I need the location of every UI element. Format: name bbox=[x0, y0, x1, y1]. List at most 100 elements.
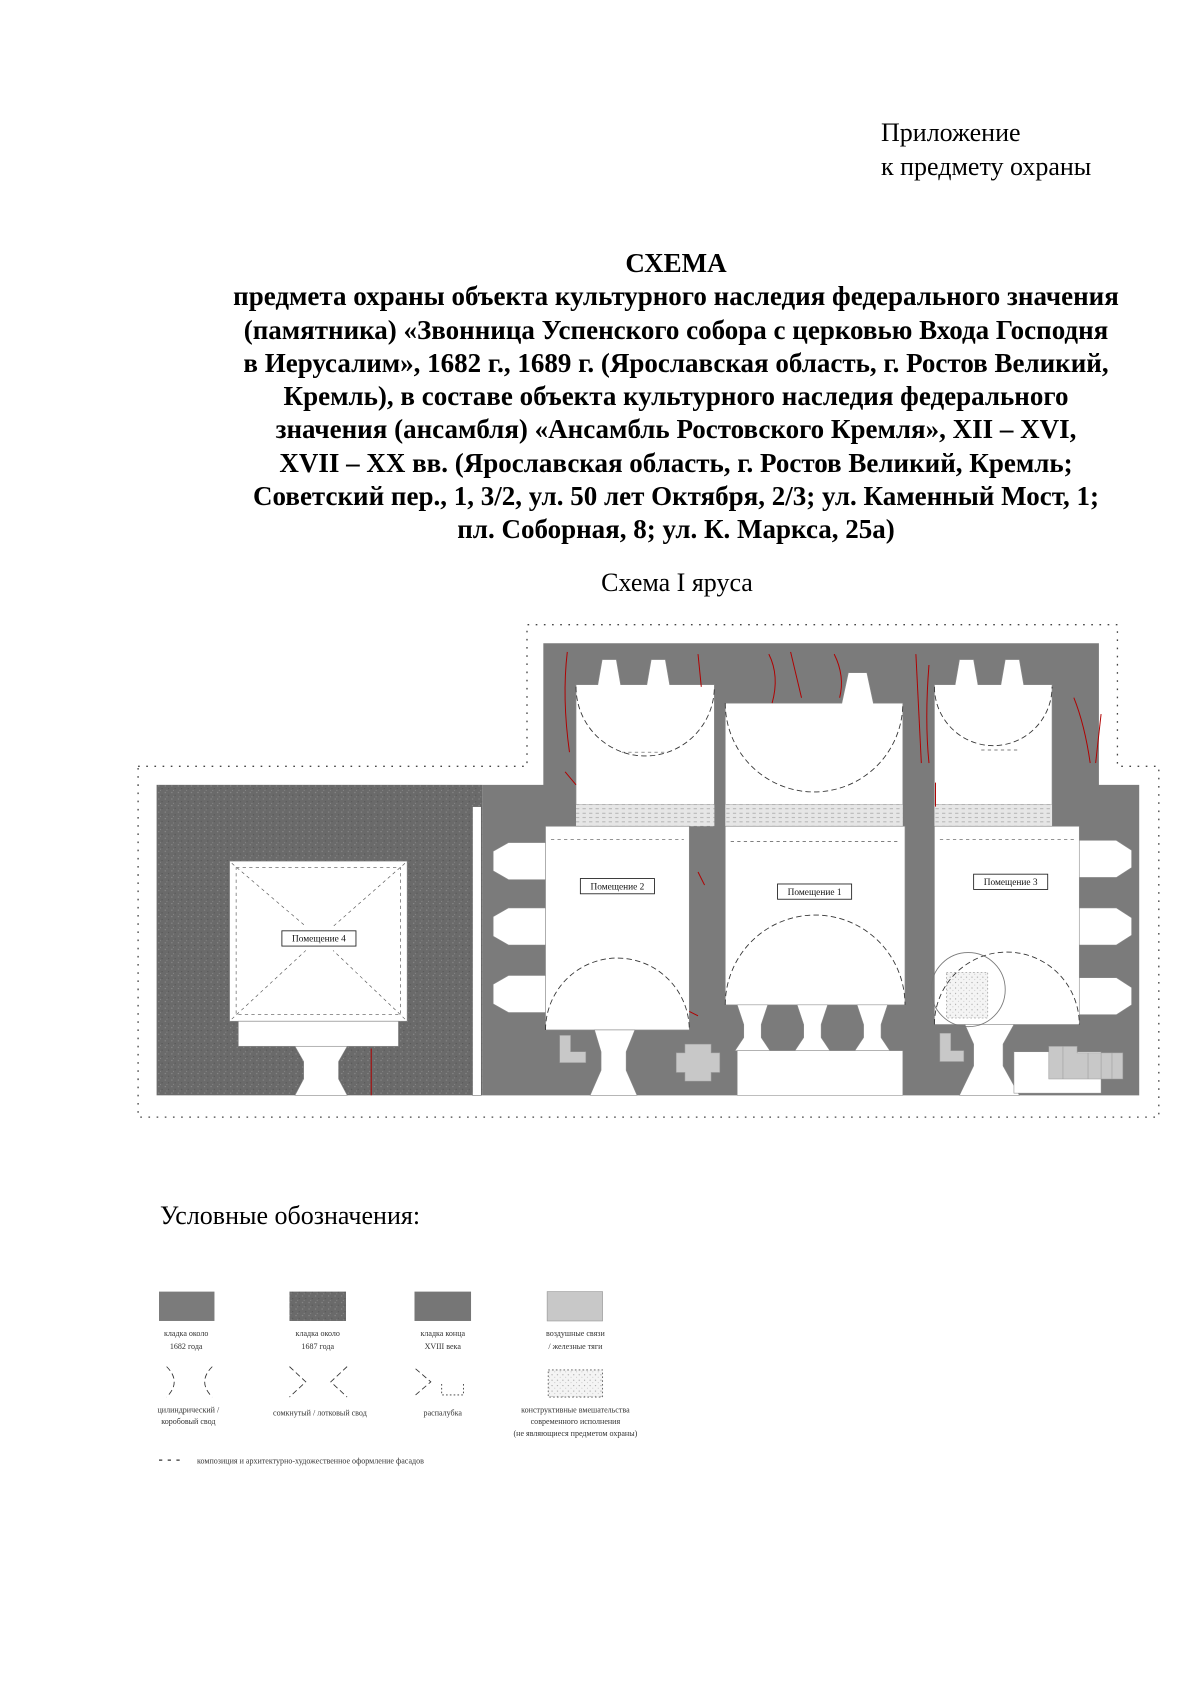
masonry-1687-swatch bbox=[289, 1291, 347, 1321]
legend-label: 1687 года bbox=[301, 1342, 334, 1351]
masonry-1682-swatch bbox=[159, 1291, 215, 1321]
window-niche bbox=[959, 1024, 1020, 1096]
vault-lines bbox=[231, 686, 1080, 1030]
room-4-recess bbox=[237, 1020, 399, 1047]
entrance-passage bbox=[736, 1050, 904, 1096]
room-label-text: Помещение 3 bbox=[984, 878, 1038, 888]
lunette-icon bbox=[415, 1368, 464, 1396]
room-label-text: Помещение 2 bbox=[590, 882, 644, 892]
title-line: предмета охраны объекта культурного насл… bbox=[233, 281, 1119, 312]
appendix-line-1: Приложение bbox=[881, 118, 1021, 147]
window-niche bbox=[1079, 977, 1132, 1015]
title-line: значения (ансамбля) «Ансамбль Ростовског… bbox=[275, 414, 1077, 445]
title-line: (памятника) «Звонница Успенского собора … bbox=[243, 314, 1109, 345]
modern-intervention-patch bbox=[946, 971, 989, 1019]
room-label-box bbox=[281, 930, 357, 947]
vault-line bbox=[550, 838, 1074, 842]
room-1 bbox=[724, 825, 906, 1006]
scheme-caption: Схема I яруса bbox=[601, 568, 753, 597]
stair-element bbox=[1048, 1046, 1124, 1080]
document-title: СХЕМА предмета охраны объекта культурног… bbox=[156, 247, 1196, 547]
tie-element bbox=[675, 1043, 721, 1082]
crack-line bbox=[1095, 713, 1102, 764]
masonry-18c-swatch bbox=[414, 1291, 472, 1321]
crack-line bbox=[926, 664, 930, 764]
crack-line bbox=[915, 654, 922, 764]
lintel-strip bbox=[576, 804, 715, 827]
window-niche bbox=[1079, 907, 1132, 946]
iron-ties-swatch bbox=[546, 1291, 603, 1322]
lunette-chevron bbox=[415, 1368, 432, 1396]
room-label-3: Помещение 3 bbox=[973, 873, 1049, 890]
legend: кладка около 1682 года кладка около 1687… bbox=[158, 1291, 638, 1465]
title-heading: СХЕМА bbox=[625, 248, 727, 278]
legend-label: воздушные связи bbox=[546, 1329, 605, 1338]
crack-line bbox=[768, 653, 776, 704]
window-niche bbox=[492, 975, 546, 1013]
room-label-4: Помещение 4 bbox=[281, 930, 357, 947]
legend-label: (не являющиеся предметом охраны) bbox=[514, 1429, 638, 1438]
room-label-box bbox=[777, 883, 853, 900]
legend-label: сомкнутый / лотковый свод bbox=[273, 1409, 367, 1418]
crack-line bbox=[689, 1010, 699, 1017]
legend-title: Условные обозначения: bbox=[160, 1201, 421, 1230]
title-line: пл. Соборная, 8; ул. К. Маркса, 25а) bbox=[457, 514, 895, 545]
staircase-circle bbox=[930, 952, 1006, 1028]
legend-label: конструктивные вмешательства bbox=[521, 1405, 630, 1414]
spiral-staircase bbox=[930, 952, 1006, 1028]
legend-label: XVIII века bbox=[425, 1342, 462, 1351]
tie-element bbox=[559, 1035, 587, 1063]
crack-lines bbox=[370, 651, 1102, 1096]
vault-arc bbox=[545, 957, 690, 1030]
crack-line bbox=[833, 653, 842, 698]
title-line: XVII – XX вв. (Ярославская область, г. Р… bbox=[279, 447, 1073, 478]
cloister-vault-icon bbox=[289, 1366, 348, 1398]
modern-intervention-swatch bbox=[547, 1369, 604, 1398]
vault-arc bbox=[933, 686, 1053, 746]
window-niche bbox=[1079, 840, 1132, 878]
vault-line bbox=[235, 867, 401, 1016]
upper-rooms bbox=[575, 659, 1053, 827]
room-2 bbox=[545, 825, 690, 1031]
legend-label: 1682 года bbox=[170, 1342, 203, 1351]
room-label-2: Помещение 2 bbox=[579, 878, 655, 895]
crack-line bbox=[697, 654, 702, 687]
appendix-line-2: к предмету охраны bbox=[881, 152, 1092, 181]
room-label-1: Помещение 1 bbox=[777, 883, 853, 900]
legend-label: композиция и архитектурно-художественное… bbox=[197, 1456, 424, 1465]
title-line: Кремль), в составе объекта культурного н… bbox=[283, 381, 1069, 412]
vault-line bbox=[231, 863, 406, 1020]
vault-arc bbox=[933, 951, 1080, 1025]
lintel-strip bbox=[934, 804, 1053, 827]
room-label-text: Помещение 4 bbox=[292, 935, 346, 945]
legend-label: коробовый свод bbox=[161, 1417, 215, 1426]
legend-label: распалубка bbox=[424, 1409, 463, 1418]
window-niche bbox=[492, 907, 546, 946]
crack-line bbox=[564, 771, 577, 786]
vault-arc bbox=[724, 914, 906, 1005]
room-label-box bbox=[973, 873, 1049, 890]
crack-line bbox=[790, 651, 802, 698]
lunette-bracket bbox=[441, 1384, 464, 1396]
appendix-note: Приложение к предмету охраны bbox=[881, 116, 1091, 184]
vault-arc bbox=[575, 686, 715, 757]
window-niche bbox=[589, 1029, 638, 1096]
legend-label: кладка конца bbox=[420, 1329, 465, 1338]
room-label-box bbox=[579, 878, 655, 895]
stair-steps bbox=[1062, 1046, 1113, 1079]
floor-plan-tier-1: Помещение 4 Помещение 2 Помещение 1 Поме… bbox=[137, 624, 1160, 1118]
lintel-strip bbox=[725, 804, 903, 827]
window-niche bbox=[294, 1046, 348, 1096]
joint-gap bbox=[472, 806, 482, 1096]
iron-ties bbox=[559, 1032, 1124, 1082]
crack-line bbox=[697, 871, 705, 886]
crack-line bbox=[564, 651, 570, 753]
title-line: в Иерусалим», 1682 г., 1689 г. (Ярославс… bbox=[243, 347, 1109, 378]
crack-line bbox=[1073, 697, 1091, 764]
lower-rooms bbox=[229, 825, 1080, 1047]
title-line: Советский пер., 1, 3/2, ул. 50 лет Октяб… bbox=[253, 481, 1099, 512]
vault-line bbox=[621, 749, 1020, 753]
tie-element bbox=[939, 1032, 965, 1062]
legend-label: / железные тяги bbox=[548, 1342, 603, 1351]
room-label-text: Помещение 1 bbox=[788, 888, 842, 898]
